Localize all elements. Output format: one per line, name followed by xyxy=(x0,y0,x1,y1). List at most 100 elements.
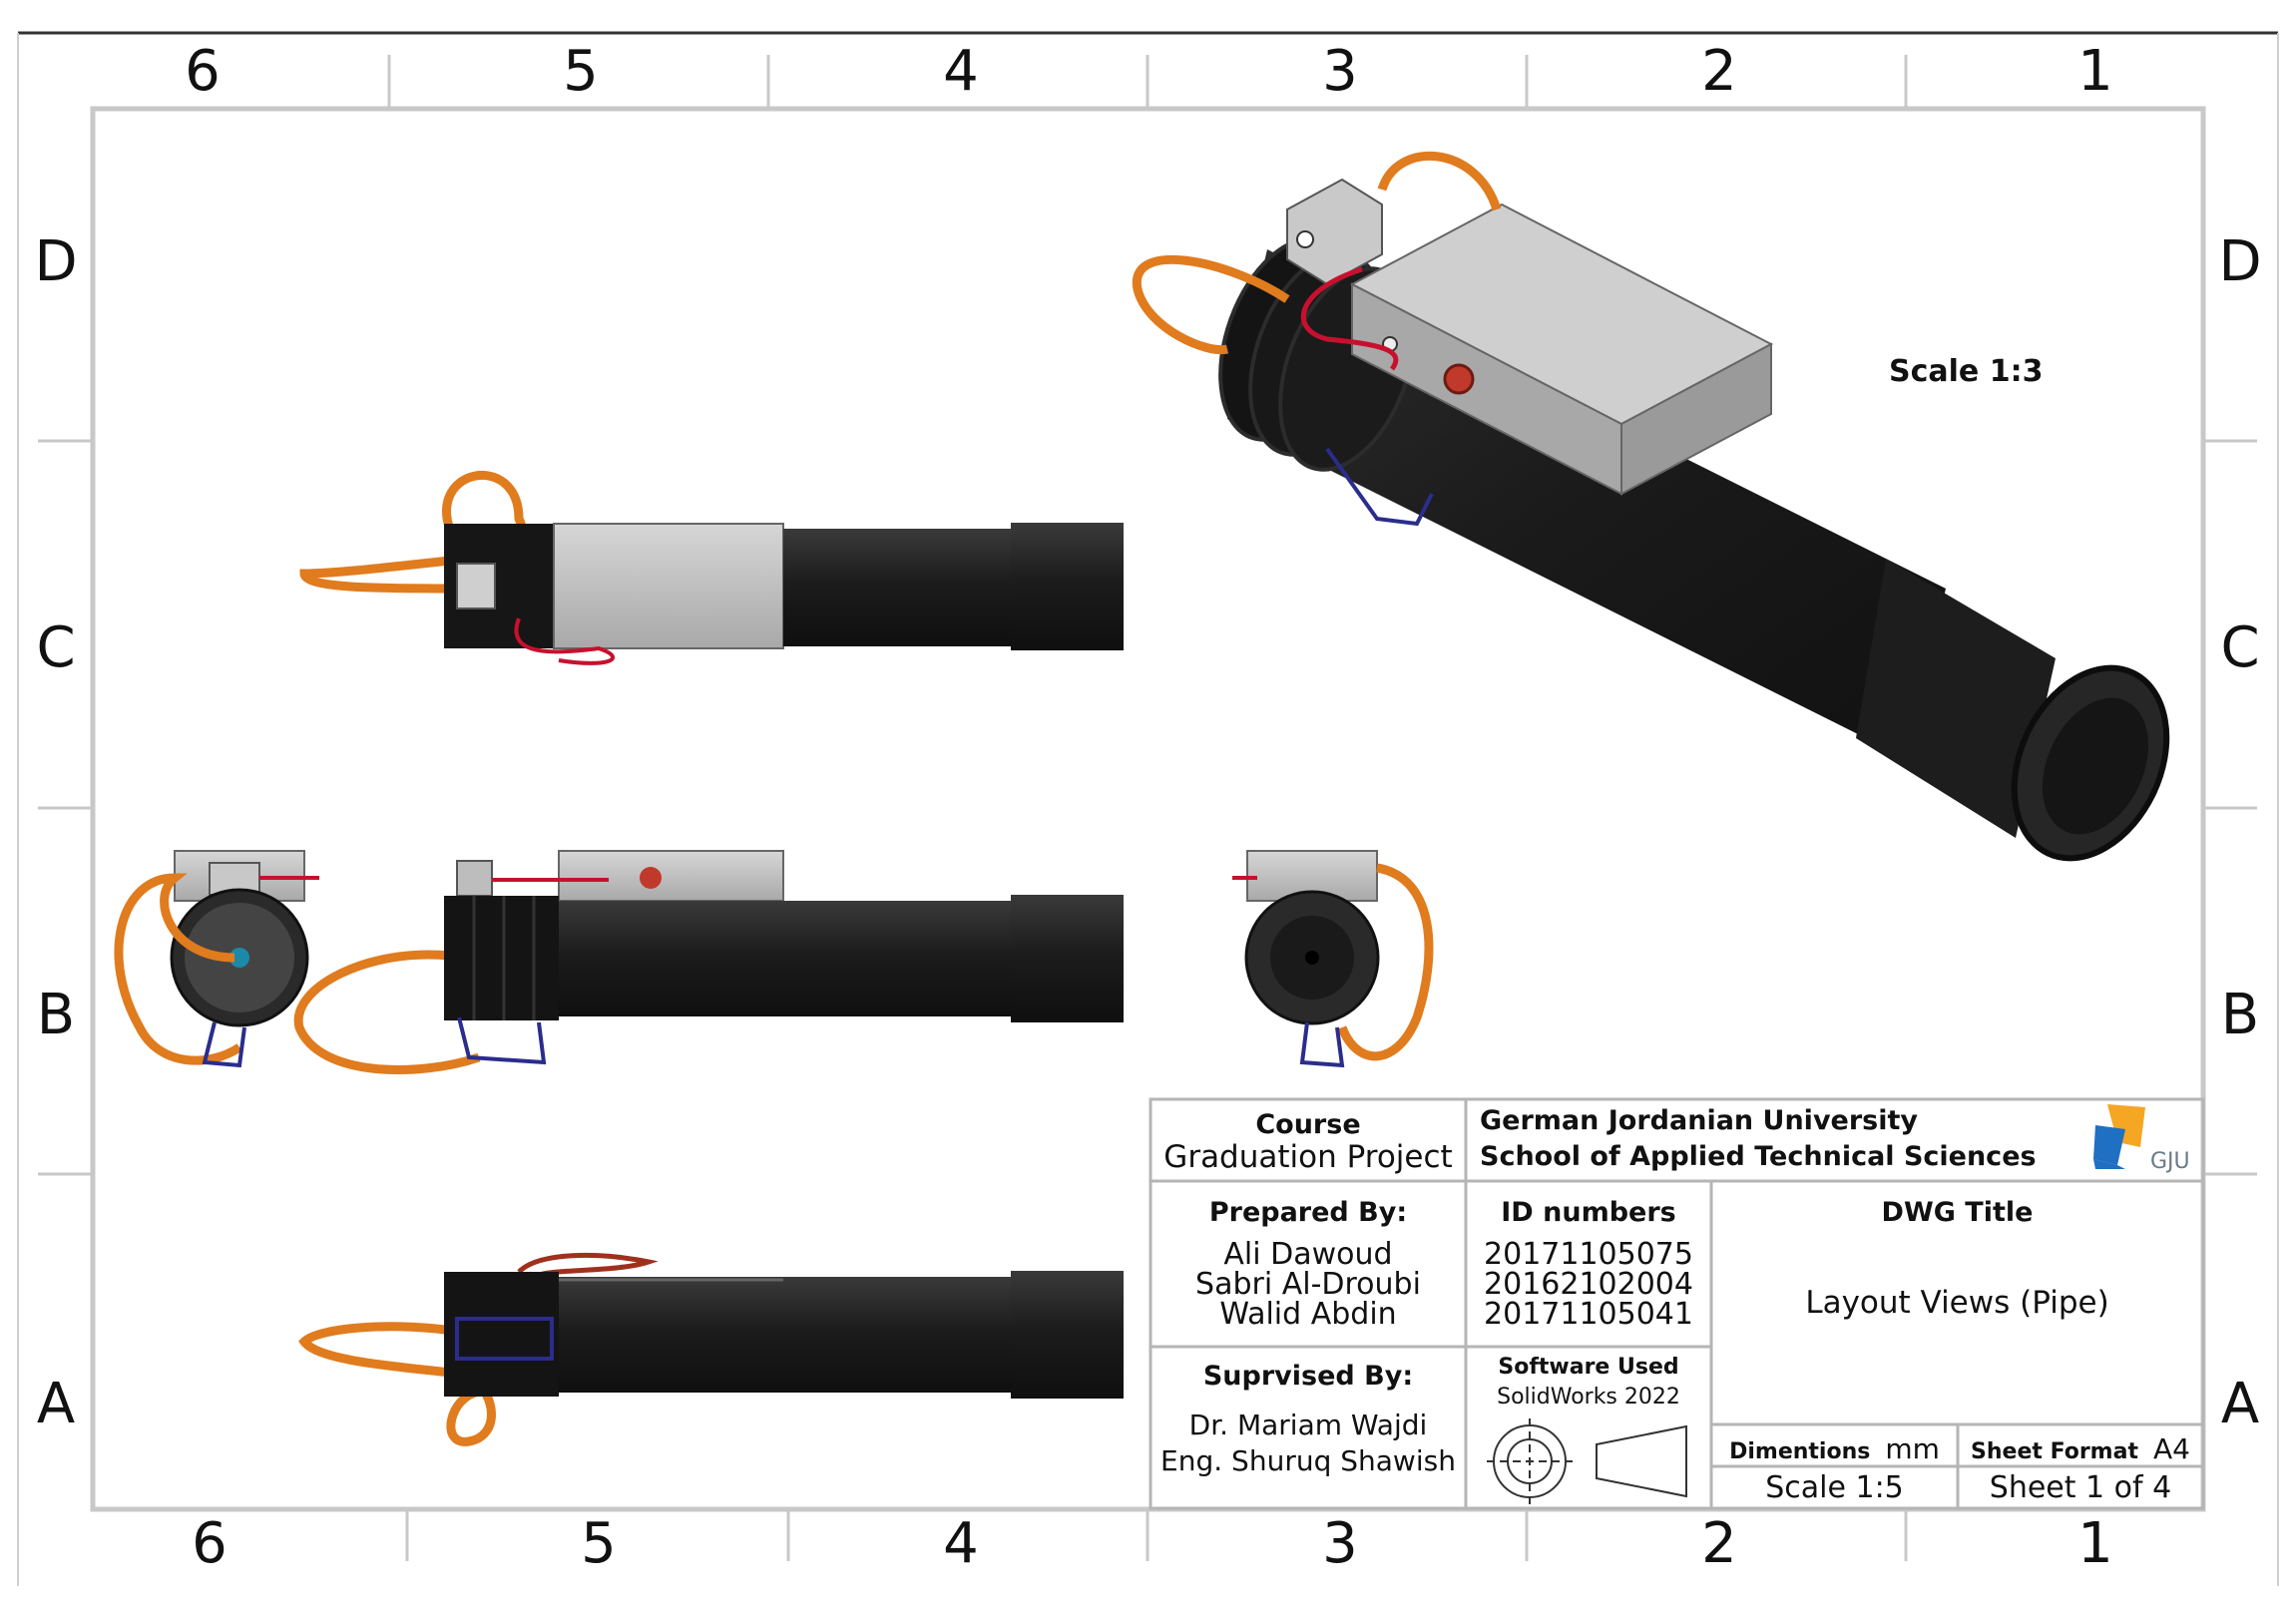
zone-column-4-bottom: 4 xyxy=(943,1511,979,1576)
top-view-box xyxy=(553,523,784,649)
title-block-grid xyxy=(1148,1097,2205,1510)
supervisor-2: Eng. Shuruq Shawish xyxy=(1160,1444,1456,1477)
prepared-by-heading: Prepared By: xyxy=(1208,1197,1408,1228)
supervised-by-cell: Suprvised By: Dr. Mariam Wajdi Eng. Shur… xyxy=(1150,1347,1466,1508)
sheet-format-cell: Sheet Format A4 xyxy=(1958,1424,2203,1466)
prepared-by-2: Sabri Al-Droubi xyxy=(1195,1267,1421,1302)
software-heading: Software Used xyxy=(1498,1355,1679,1380)
id-heading: ID numbers xyxy=(1501,1197,1676,1228)
projection-symbol-icon xyxy=(1487,1418,1687,1504)
dimensions-unit: mm xyxy=(1885,1432,1940,1465)
school-name: School of Applied Technical Sciences xyxy=(1480,1141,2037,1172)
sheet-number: Sheet 1 of 4 xyxy=(1989,1470,2172,1505)
bottom-view xyxy=(298,1252,1124,1446)
zone-row-d: D xyxy=(34,229,78,294)
left-end-strap xyxy=(202,1021,246,1068)
iso-box-side xyxy=(1620,342,1772,496)
front-view-button xyxy=(640,867,662,889)
zone-column-2: 2 xyxy=(1701,39,1737,104)
zone-column-5-bottom: 5 xyxy=(581,1511,617,1576)
zone-row-c: C xyxy=(36,615,76,680)
prepared-by-3: Walid Abdin xyxy=(1219,1297,1397,1332)
software-name: SolidWorks 2022 xyxy=(1497,1385,1680,1410)
dimensions-label: Dimentions xyxy=(1729,1439,1871,1464)
zone-row-b: B xyxy=(36,983,76,1047)
id-numbers-cell: ID numbers 20171105075 20162102004 20171… xyxy=(1466,1181,1711,1347)
isometric-view xyxy=(1132,151,2170,862)
top-view-pipe xyxy=(783,529,1011,646)
front-view-collar xyxy=(1011,895,1124,1022)
right-end-strap xyxy=(1299,1021,1345,1068)
course-cell: Course Graduation Project xyxy=(1150,1099,1466,1181)
sheet-frame xyxy=(17,31,2279,1586)
dwg-title: Layout Views (Pipe) xyxy=(1805,1285,2109,1321)
zone-column-1-bottom: 1 xyxy=(2077,1511,2113,1576)
id-3: 20171105041 xyxy=(1484,1297,1693,1332)
dimensions-cell: Dimentions mm xyxy=(1711,1424,1958,1466)
prepared-by-cell: Prepared By: Ali Dawoud Sabri Al-Droubi … xyxy=(1150,1181,1466,1347)
id-2: 20162102004 xyxy=(1484,1267,1693,1302)
software-cell: Software Used SolidWorks 2022 xyxy=(1466,1347,1711,1416)
zone-column-3-bottom: 3 xyxy=(1322,1511,1358,1576)
iso-cable-2 xyxy=(1132,254,1290,355)
iso-cable-1 xyxy=(1377,151,1502,211)
dwg-title-cell: DWG Title Layout Views (Pipe) xyxy=(1711,1181,2203,1424)
right-end-view xyxy=(1232,850,1434,1068)
zone-column-4: 4 xyxy=(943,39,979,104)
sheet-format-value: A4 xyxy=(2152,1432,2190,1465)
iso-sensor xyxy=(1286,178,1383,286)
dimensions-row: Dimentions mm xyxy=(1711,1432,1958,1465)
prepared-by-1: Ali Dawoud xyxy=(1223,1237,1393,1272)
front-view xyxy=(293,850,1124,1074)
sheet-format-row: Sheet Format A4 xyxy=(1958,1432,2203,1465)
zone-column-6-bottom: 6 xyxy=(192,1511,228,1576)
gju-logo xyxy=(2093,1104,2145,1169)
zone-column-1: 1 xyxy=(2077,39,2113,104)
front-view-endcap xyxy=(444,896,559,1020)
bottom-view-wires xyxy=(517,1252,659,1278)
id-1: 20171105075 xyxy=(1484,1237,1693,1272)
top-view-red-wire xyxy=(514,617,615,665)
left-end-view xyxy=(114,850,319,1068)
bottom-view-collar xyxy=(1011,1271,1124,1399)
top-view-collar xyxy=(1011,523,1124,650)
top-view xyxy=(299,470,1124,665)
front-view-pipe xyxy=(559,901,1011,1016)
bottom-view-pipe xyxy=(559,1277,1011,1393)
left-end-cable xyxy=(114,873,242,1065)
zone-row-a-right: A xyxy=(2220,1372,2260,1436)
gju-logo-text: GJU xyxy=(2150,1149,2190,1174)
bottom-view-strap xyxy=(455,1317,554,1361)
iso-red-wire xyxy=(1300,266,1399,371)
university-cell: German Jordanian University School of Ap… xyxy=(1466,1099,2084,1181)
front-view-sensor xyxy=(456,860,493,897)
zone-column-5: 5 xyxy=(563,39,599,104)
iso-scale-label: Scale 1:3 xyxy=(1889,354,2044,389)
scale-value: Scale 1:5 xyxy=(1765,1470,1904,1505)
zone-row-b-right: B xyxy=(2220,983,2260,1047)
iso-collar xyxy=(1856,559,2056,838)
iso-strap xyxy=(1325,447,1434,527)
right-end-cable xyxy=(1337,863,1434,1061)
iso-button xyxy=(1443,363,1475,395)
sheet-format-label: Sheet Format xyxy=(1971,1439,2138,1464)
zone-row-d-right: D xyxy=(2218,229,2262,294)
top-view-sensor xyxy=(456,563,496,609)
supervisor-1: Dr. Mariam Wajdi xyxy=(1188,1409,1428,1441)
zone-row-a: A xyxy=(36,1372,76,1436)
zone-column-2-bottom: 2 xyxy=(1701,1511,1737,1576)
course-value: Graduation Project xyxy=(1163,1139,1453,1175)
sheet-number-cell: Sheet 1 of 4 xyxy=(1958,1466,2203,1508)
front-view-box xyxy=(558,850,784,902)
supervised-heading: Suprvised By: xyxy=(1202,1361,1414,1392)
front-view-cable xyxy=(293,950,481,1074)
front-view-strap xyxy=(457,1016,547,1065)
dwg-title-heading: DWG Title xyxy=(1881,1197,2034,1228)
zone-row-c-right: C xyxy=(2220,615,2260,680)
zone-column-6: 6 xyxy=(185,39,221,104)
zone-column-3: 3 xyxy=(1322,39,1358,104)
bottom-view-endcap xyxy=(444,1272,559,1397)
course-heading: Course xyxy=(1255,1109,1361,1140)
scale-cell: Scale 1:5 xyxy=(1711,1466,1958,1508)
